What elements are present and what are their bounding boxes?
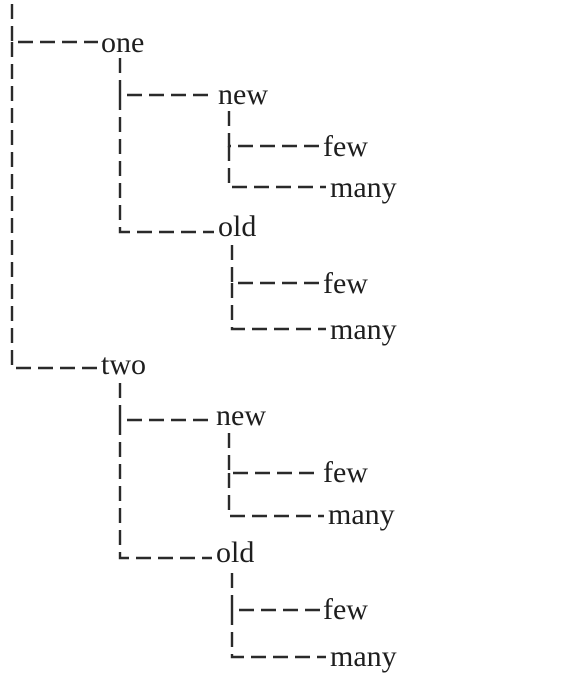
edge-one-old bbox=[118, 95, 214, 234]
node-label: few bbox=[323, 130, 368, 163]
branch-two: two new few many old few many bbox=[10, 42, 397, 673]
branch-one-old: old few many bbox=[118, 95, 397, 346]
edge-two-new-many bbox=[227, 473, 324, 518]
edge-two-new bbox=[118, 383, 212, 422]
edge-one-old-few bbox=[230, 245, 320, 285]
node-label: new bbox=[216, 399, 266, 432]
edge-two-new-few bbox=[227, 433, 318, 475]
node-label: old bbox=[218, 210, 256, 243]
node-label: old bbox=[216, 536, 254, 569]
branch-one-new: new few many bbox=[118, 58, 397, 204]
node-label: many bbox=[330, 640, 397, 673]
edge-two-old-few bbox=[230, 573, 320, 612]
node-label: many bbox=[330, 171, 397, 204]
edge-one-old-many bbox=[230, 283, 326, 331]
edge-two-old-many bbox=[230, 610, 326, 659]
edge-one-new-few bbox=[227, 111, 320, 148]
node-label: many bbox=[328, 498, 395, 531]
branch-two-new: new few many bbox=[118, 383, 395, 531]
edge-root-one bbox=[10, 4, 98, 44]
node-label: two bbox=[101, 348, 146, 381]
node-label: few bbox=[323, 456, 368, 489]
edge-one-new bbox=[118, 58, 214, 97]
edge-root-two bbox=[10, 42, 98, 370]
node-label: few bbox=[323, 593, 368, 626]
branch-one: one new few many old few many bbox=[10, 4, 397, 346]
node-label: new bbox=[218, 78, 268, 111]
node-label: many bbox=[330, 313, 397, 346]
branch-two-old: old few many bbox=[118, 420, 397, 673]
edge-one-new-many bbox=[227, 146, 326, 189]
node-label: few bbox=[323, 267, 368, 300]
node-label: one bbox=[101, 26, 144, 59]
edge-two-old bbox=[118, 420, 212, 560]
